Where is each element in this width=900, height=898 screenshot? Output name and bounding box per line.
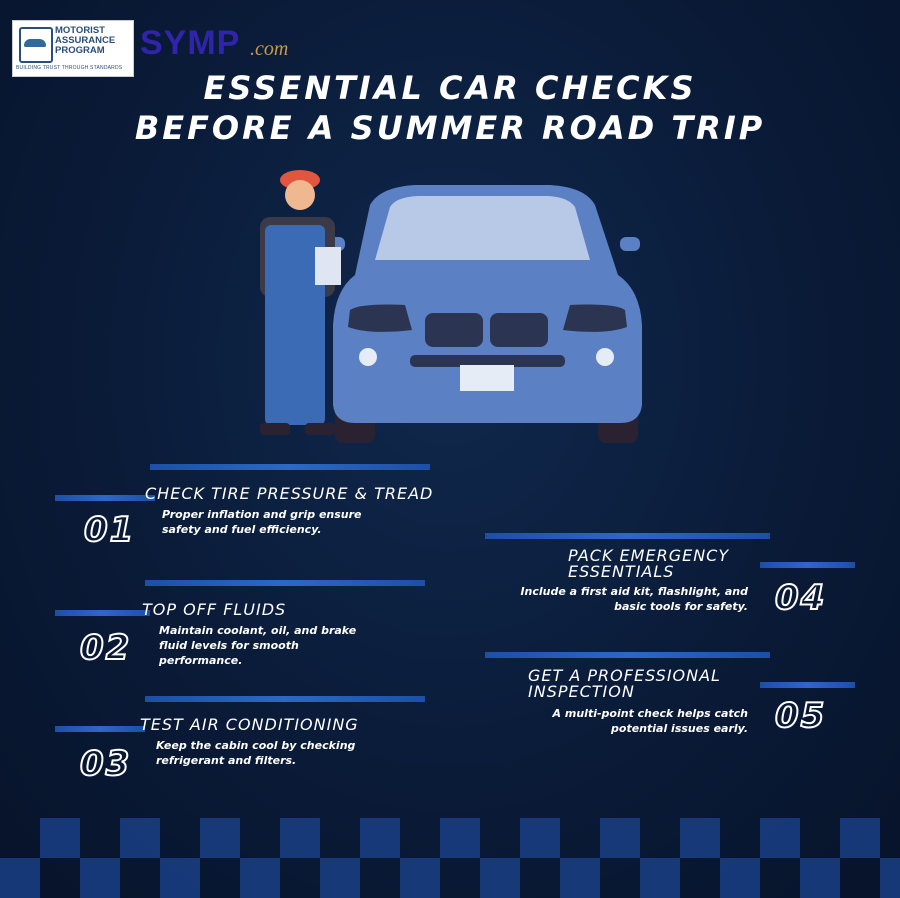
item-heading: Check Tire Pressure & Tread <box>145 484 434 503</box>
item-description: Keep the cabin cool by checking refriger… <box>156 739 356 767</box>
divider-stripe <box>55 495 155 501</box>
item-number: 01 <box>83 509 136 551</box>
divider-stripe <box>145 696 425 702</box>
item-description: A multi-point check helps catch potentia… <box>552 707 748 735</box>
divider-stripe <box>55 726 145 732</box>
item-heading: Get a Professional Inspection <box>528 666 721 701</box>
divider-stripe <box>760 562 855 568</box>
item-heading: Top Off Fluids <box>142 600 287 619</box>
mechanic-and-car-illustration <box>260 170 642 443</box>
divider-stripe <box>760 682 855 688</box>
item-description: Maintain coolant, oil, and brake fluid l… <box>159 624 357 667</box>
item-heading: Test Air Conditioning <box>140 715 359 734</box>
watermark: SYMP <box>140 24 241 62</box>
motorist-assurance-program-logo: MOTORIST ASSURANCE PROGRAM BUILDING TRUS… <box>12 20 134 77</box>
car-lift-logo-icon <box>19 27 53 63</box>
watermark-suffix: .com <box>250 38 289 60</box>
logo-tagline: BUILDING TRUST THROUGH STANDARDS <box>16 65 123 71</box>
divider-stripe <box>145 580 425 586</box>
mechanic-illustration <box>260 170 341 435</box>
divider-stripe <box>55 610 150 616</box>
checkered-flag-pattern <box>0 818 900 898</box>
car-illustration <box>325 185 642 443</box>
divider-stripe <box>485 652 770 658</box>
item-heading: Pack Emergency Essentials <box>568 546 730 581</box>
item-number: 04 <box>774 577 827 619</box>
item-number: 03 <box>79 743 132 785</box>
item-number: 02 <box>79 627 132 669</box>
item-description: Include a first aid kit, flashlight, and… <box>520 585 748 613</box>
item-number: 05 <box>774 695 827 737</box>
divider-stripe <box>485 533 770 539</box>
item-description: Proper inflation and grip ensure safety … <box>162 508 362 536</box>
divider-stripe <box>150 464 430 470</box>
logo-text: MOTORIST ASSURANCE PROGRAM <box>55 25 116 56</box>
page-title: Essential Car Checks Before a Summer Roa… <box>134 69 766 147</box>
